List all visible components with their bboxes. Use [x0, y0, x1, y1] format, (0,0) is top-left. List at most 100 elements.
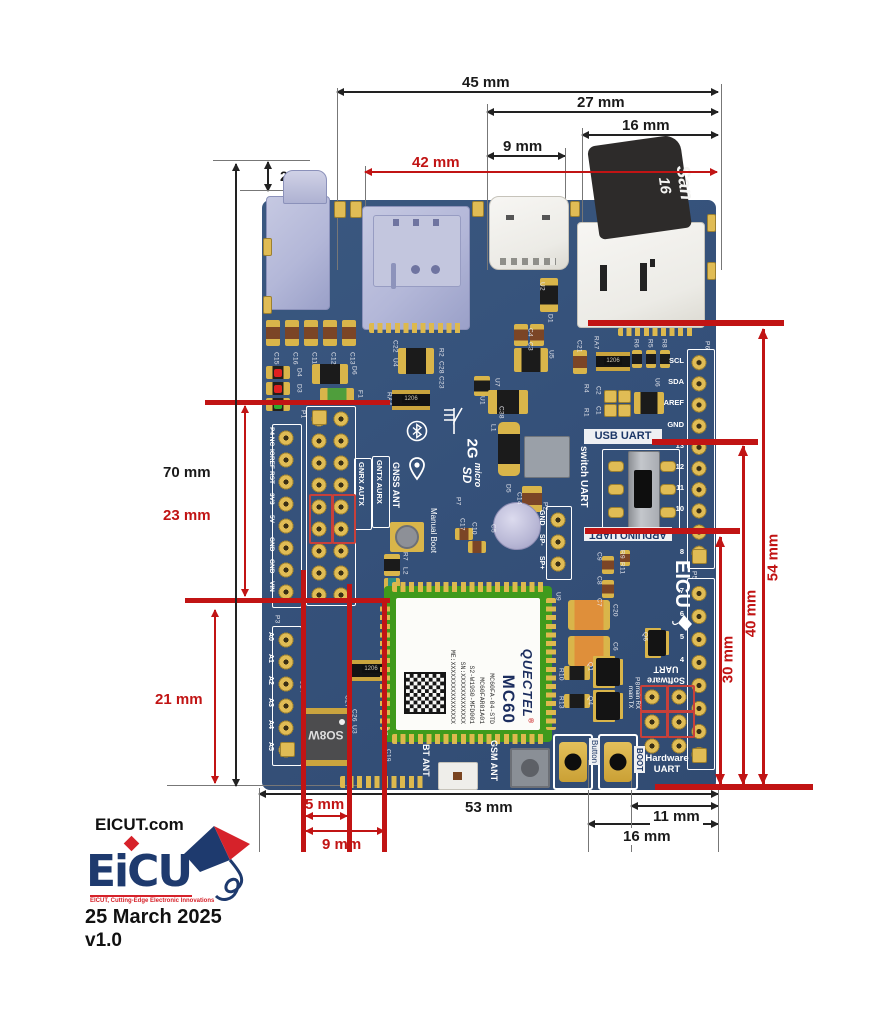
- resistor-array-ra7: 1206: [596, 352, 630, 371]
- smd-part: [468, 541, 486, 553]
- ref-designator: U7: [493, 378, 501, 387]
- dim-27mm-line: [486, 108, 719, 116]
- speaker-header-outline: [546, 506, 572, 580]
- gnrx-autx-label: GNRX AUTX: [357, 462, 366, 506]
- smd-part: [398, 348, 434, 374]
- pin-label: A4: [267, 720, 274, 729]
- ref-designator: D4: [295, 368, 303, 377]
- dim-11mm-line: [630, 802, 719, 810]
- ref-designator: L1: [489, 424, 497, 432]
- location-pin-icon: [409, 457, 425, 481]
- dim-70mm-line: [232, 163, 240, 787]
- dim-40mm-line: [738, 445, 748, 785]
- main-rx-label: main RX: [634, 686, 640, 710]
- dim-2mm-line: [264, 161, 272, 192]
- smd-part: [620, 550, 630, 566]
- ref-designator: C13: [348, 352, 356, 365]
- jumper-hole: [669, 712, 689, 732]
- bt-ant-label: BT ANT: [421, 744, 431, 777]
- ref-designator: C9: [595, 552, 603, 561]
- switch-pad: [660, 507, 676, 518]
- quectel-brand: QUECTEL®: [520, 648, 535, 724]
- ref-designator: C5: [489, 524, 497, 533]
- smd-part: [564, 694, 590, 708]
- jumper-hole: [669, 687, 689, 707]
- tick-line: [213, 160, 310, 161]
- ref-designator: P3: [273, 615, 281, 624]
- p1-jumper-box-b: [332, 494, 356, 544]
- gnss-ant-label: GNSS ANT: [391, 462, 401, 509]
- ref-designator: C14: [515, 492, 523, 505]
- smd-part: [263, 296, 272, 314]
- ref-designator: R5: [646, 339, 654, 348]
- ref-designator: P6: [703, 341, 711, 350]
- smd-part: [266, 320, 280, 346]
- gntx-aurx-label: GNTX AURX: [375, 460, 384, 504]
- pin-label: IOREF: [268, 449, 275, 469]
- ref-designator: Q1: [586, 662, 594, 672]
- dim-16mm-bottom-label: 16 mm: [620, 828, 674, 845]
- smd-part: [602, 556, 614, 574]
- smd-part: [342, 320, 356, 346]
- smd-part: [618, 404, 631, 417]
- ref-designator: R4: [582, 384, 590, 393]
- ref-designator: C4: [526, 328, 534, 337]
- sp-plus-label: SP+: [538, 556, 545, 570]
- led-d4: [266, 366, 290, 379]
- jumper-hole: [642, 687, 662, 707]
- ref-designator: C11: [310, 352, 318, 365]
- ref-designator: R13: [557, 696, 565, 709]
- header-p4-outline: [272, 424, 302, 608]
- smd-part: [334, 201, 346, 218]
- pin-label: A0: [267, 632, 274, 641]
- pin-label: 4: [679, 655, 684, 664]
- dim-54mm-label: 54 mm: [764, 533, 782, 582]
- ref-designator: C2: [594, 386, 602, 395]
- ref-designator: D6: [350, 366, 358, 375]
- logo-tagline: EICUT, Cutting-Edge Electronic Innovatio…: [90, 898, 215, 904]
- smd-part: [455, 528, 473, 540]
- pin-label: A5: [267, 742, 274, 751]
- boot-label: BOOT: [634, 746, 645, 774]
- ref-designator: L2: [401, 567, 409, 575]
- tick-line: [167, 785, 360, 786]
- ref-designator: U9: [554, 592, 562, 601]
- pin-label: P4 NC: [268, 427, 275, 447]
- pin-label: GND: [667, 419, 684, 429]
- sd-card: San 16: [586, 133, 697, 241]
- pin-label: 13: [675, 440, 684, 450]
- bt-antenna-part: [438, 762, 478, 790]
- mc60-model: MC60: [499, 674, 518, 724]
- ref-designator: R1: [582, 408, 590, 417]
- smd-part: [596, 658, 620, 686]
- so8w-marking: SO8W: [308, 728, 344, 742]
- red-line-pin13: [652, 439, 758, 445]
- ref-designator: C15: [272, 352, 280, 365]
- ext-line: [582, 128, 583, 268]
- ref-designator: C7: [595, 598, 603, 607]
- pin-label: 3V3: [268, 493, 275, 505]
- ref-designator: C20: [611, 604, 619, 617]
- mc60-line1: MC60FA-04-STD: [488, 673, 495, 724]
- ref-designator: C8: [595, 576, 603, 585]
- ref-designator: C17: [458, 518, 466, 531]
- smd-part: [573, 350, 587, 374]
- resistor-array-ra4: 1206: [392, 390, 430, 410]
- ext-line: [721, 84, 722, 270]
- ext-line: [631, 760, 632, 852]
- switch-pad: [660, 461, 676, 472]
- switch-pad: [608, 461, 624, 472]
- ref-designator: Q6: [641, 632, 649, 642]
- ref-designator: C1: [594, 406, 602, 415]
- ext-line: [588, 760, 589, 852]
- logo-underline: [90, 895, 192, 897]
- red-line-right-top: [588, 320, 784, 326]
- gsm-ant-label: GSM ANT: [489, 740, 499, 782]
- electrolytic-cap: [493, 502, 541, 550]
- smd-part: [514, 324, 528, 346]
- p1-square-pad: [312, 410, 327, 425]
- smd-part: [570, 201, 580, 217]
